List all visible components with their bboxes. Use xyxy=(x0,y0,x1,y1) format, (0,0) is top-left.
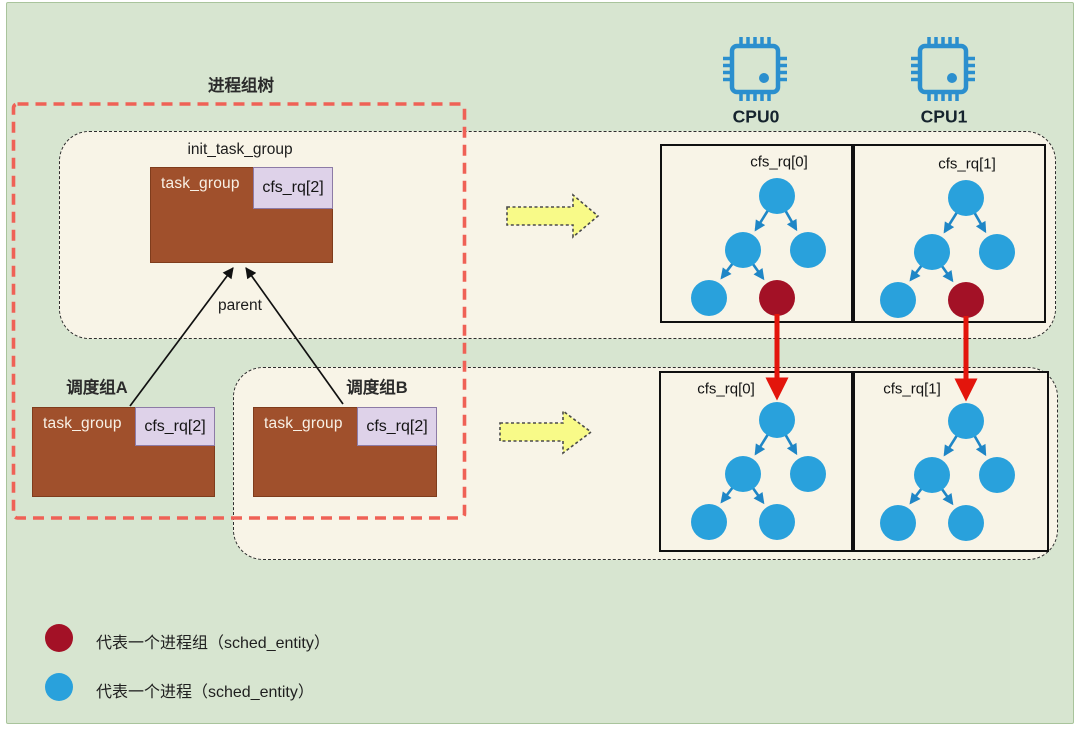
sched-group-a-box: task_group cfs_rq[2] xyxy=(32,407,215,497)
sched-group-a-title: 调度组A xyxy=(66,379,128,397)
cfs-rq1-bottom-title: cfs_rq[1] xyxy=(883,380,941,398)
parent-pointer-label: parent xyxy=(218,297,262,314)
process-group-tree-label: 进程组树 xyxy=(208,77,274,95)
process-group-legend-label: 代表一个进程组（sched_entity） xyxy=(96,635,330,652)
init-cfs-rq2-box: cfs_rq[2] xyxy=(253,167,333,209)
cfs-rq0-cpu0-box-after xyxy=(659,371,853,552)
cfs-rq1-top-title: cfs_rq[1] xyxy=(938,155,996,173)
cfs-rq0-bottom-title: cfs_rq[0] xyxy=(697,380,755,398)
cpu0-label: CPU0 xyxy=(732,106,780,127)
sched-group-a-cfs-rq2-box: cfs_rq[2] xyxy=(135,407,215,446)
page-background xyxy=(6,2,1074,724)
sched-group-b-cfs-rq2-box: cfs_rq[2] xyxy=(357,407,437,446)
process-legend-swatch xyxy=(45,673,73,701)
process-legend-label: 代表一个进程（sched_entity） xyxy=(96,684,314,701)
cpu1-label: CPU1 xyxy=(920,106,968,127)
init-task-group-box: task_group cfs_rq[2] xyxy=(150,167,333,263)
sched-group-b-box: task_group cfs_rq[2] xyxy=(253,407,437,497)
process-group-legend-swatch xyxy=(45,624,73,652)
sched-group-b-struct-label: task_group xyxy=(264,415,343,432)
cfs-rq1-cpu1-box-after xyxy=(853,371,1049,552)
cfs-rq0-top-title: cfs_rq[0] xyxy=(750,153,808,171)
cfs-rq0-cpu0-box xyxy=(660,144,853,323)
sched-group-b-title: 调度组B xyxy=(346,379,408,397)
init-task-group-title: init_task_group xyxy=(187,141,293,158)
sched-group-a-struct-label: task_group xyxy=(43,415,122,432)
init-task-group-struct-label: task_group xyxy=(161,175,240,192)
